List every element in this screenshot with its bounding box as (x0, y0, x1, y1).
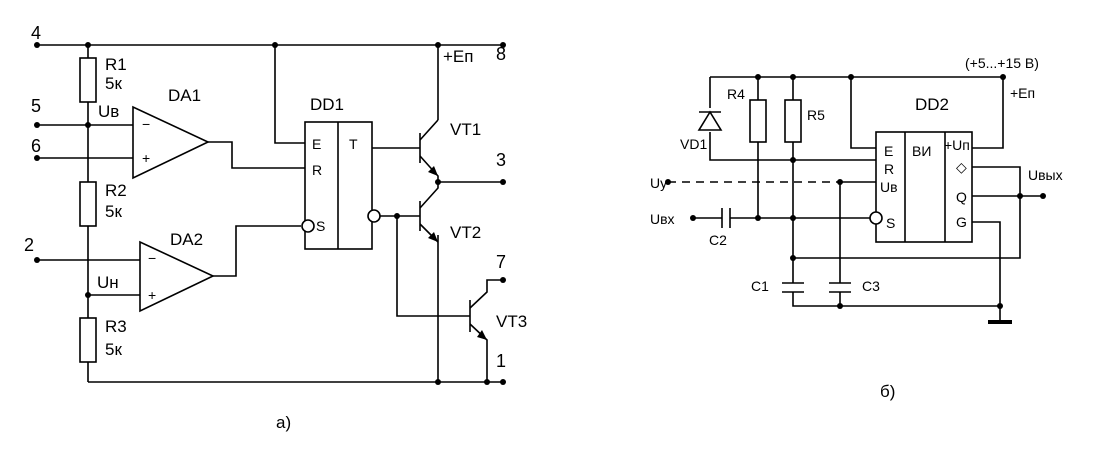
uout-label: Uвых (1028, 167, 1063, 183)
output-inversion-bubble (367, 209, 381, 223)
r3-ref: R3 (105, 317, 127, 336)
capacitor-c2 (721, 208, 731, 228)
dd2-input-r: R (884, 161, 894, 177)
transistor-vt2 (419, 182, 439, 243)
vd1-label: VD1 (680, 136, 707, 152)
da2-out-wire (213, 225, 301, 277)
svg-text:−: − (142, 116, 150, 132)
r1-value: 5к (105, 74, 122, 93)
opamp-da1 (132, 105, 210, 180)
capacitor-c3 (829, 282, 851, 293)
svg-text:+: + (148, 287, 156, 303)
dd2-input-s: S (886, 215, 895, 231)
dd1-label: DD1 (310, 95, 344, 114)
schematic-a: − + − + (24, 23, 527, 432)
dd1-input-s: S (316, 218, 325, 234)
diode-vd1 (697, 110, 723, 131)
r4-label: R4 (727, 86, 745, 102)
da1-label: DA1 (168, 86, 201, 105)
s-inversion-bubble-b (869, 211, 883, 225)
vt2-label: VT2 (450, 223, 481, 242)
dd2-diamond-symbol: ◇ (956, 159, 967, 175)
resistor-r2 (79, 181, 97, 227)
supply-label-b: +Eп (1010, 85, 1035, 101)
resistor-r3 (79, 317, 97, 363)
svg-text:−: − (148, 250, 156, 266)
transistor-vt3 (469, 279, 503, 382)
r2-ref: R2 (105, 181, 127, 200)
enable-wire-b (850, 77, 876, 149)
opamp-da2 (139, 240, 215, 313)
uy-label: Uy (650, 175, 667, 191)
resistor-r4 (749, 99, 767, 143)
dd2-input-uv: Uв (880, 179, 898, 195)
caption-b: б) (880, 382, 895, 401)
dd2-input-e: E (884, 143, 893, 159)
pin-label: 2 (24, 235, 34, 255)
dd2-output-q: Q (956, 189, 967, 205)
r5-label: R5 (807, 107, 825, 123)
dd1-input-e: E (312, 136, 321, 152)
c2-label: C2 (709, 232, 727, 248)
caption-a: а) (276, 413, 291, 432)
vt3-base-wire (396, 216, 470, 317)
pin-label: 6 (31, 136, 41, 156)
r3-value: 5к (105, 340, 122, 359)
supply-label: +Eп (443, 47, 473, 66)
junctions-a (34, 42, 506, 385)
capacitor-c1 (782, 282, 804, 293)
pin-label: 3 (496, 150, 506, 170)
dd1-input-r: R (312, 162, 322, 178)
junctions-b (665, 74, 1046, 309)
chip-dd2 (875, 131, 973, 243)
enable-wire (274, 45, 305, 144)
uh-label: Uн (97, 273, 119, 292)
dd2-core-label: ВИ (912, 143, 931, 159)
s-inversion-bubble (301, 219, 315, 233)
r2-value: 5к (105, 202, 122, 221)
transistor-vt1 (419, 119, 439, 182)
schematic-b: (+5...+15 В) +Eп DD2 E R Uв S ВИ +Uп ◇ Q… (650, 55, 1063, 401)
supply-range-label: (+5...+15 В) (965, 55, 1039, 71)
dd2-output-g: G (956, 214, 967, 230)
pin-label: 7 (496, 252, 506, 272)
resistor-r1 (79, 57, 97, 103)
vt3-label: VT3 (496, 312, 527, 331)
uv-label: Uв (98, 102, 119, 121)
r1-ref: R1 (105, 55, 127, 74)
svg-text:+: + (142, 150, 150, 166)
uin-label: Uвх (650, 211, 675, 227)
vt1-label: VT1 (450, 120, 481, 139)
resistor-r5 (784, 99, 802, 143)
dd1-type-t: T (349, 136, 358, 152)
pin-label: 8 (496, 44, 506, 64)
vd1-wire (709, 77, 876, 161)
da2-label: DA2 (170, 230, 203, 249)
dd2-label: DD2 (915, 95, 949, 114)
c1-label: C1 (751, 278, 769, 294)
da1-out-wire (208, 141, 305, 169)
dd2-output-uplus: +Uп (944, 137, 970, 153)
pin-label: 5 (31, 96, 41, 116)
g-wire (972, 221, 1001, 306)
pin-label: 4 (31, 23, 41, 43)
diamond-wire (793, 166, 1021, 259)
c3-label: C3 (862, 278, 880, 294)
pin-label: 1 (496, 351, 506, 371)
uplus-wire (972, 77, 1004, 149)
ground-icon (988, 320, 1012, 324)
